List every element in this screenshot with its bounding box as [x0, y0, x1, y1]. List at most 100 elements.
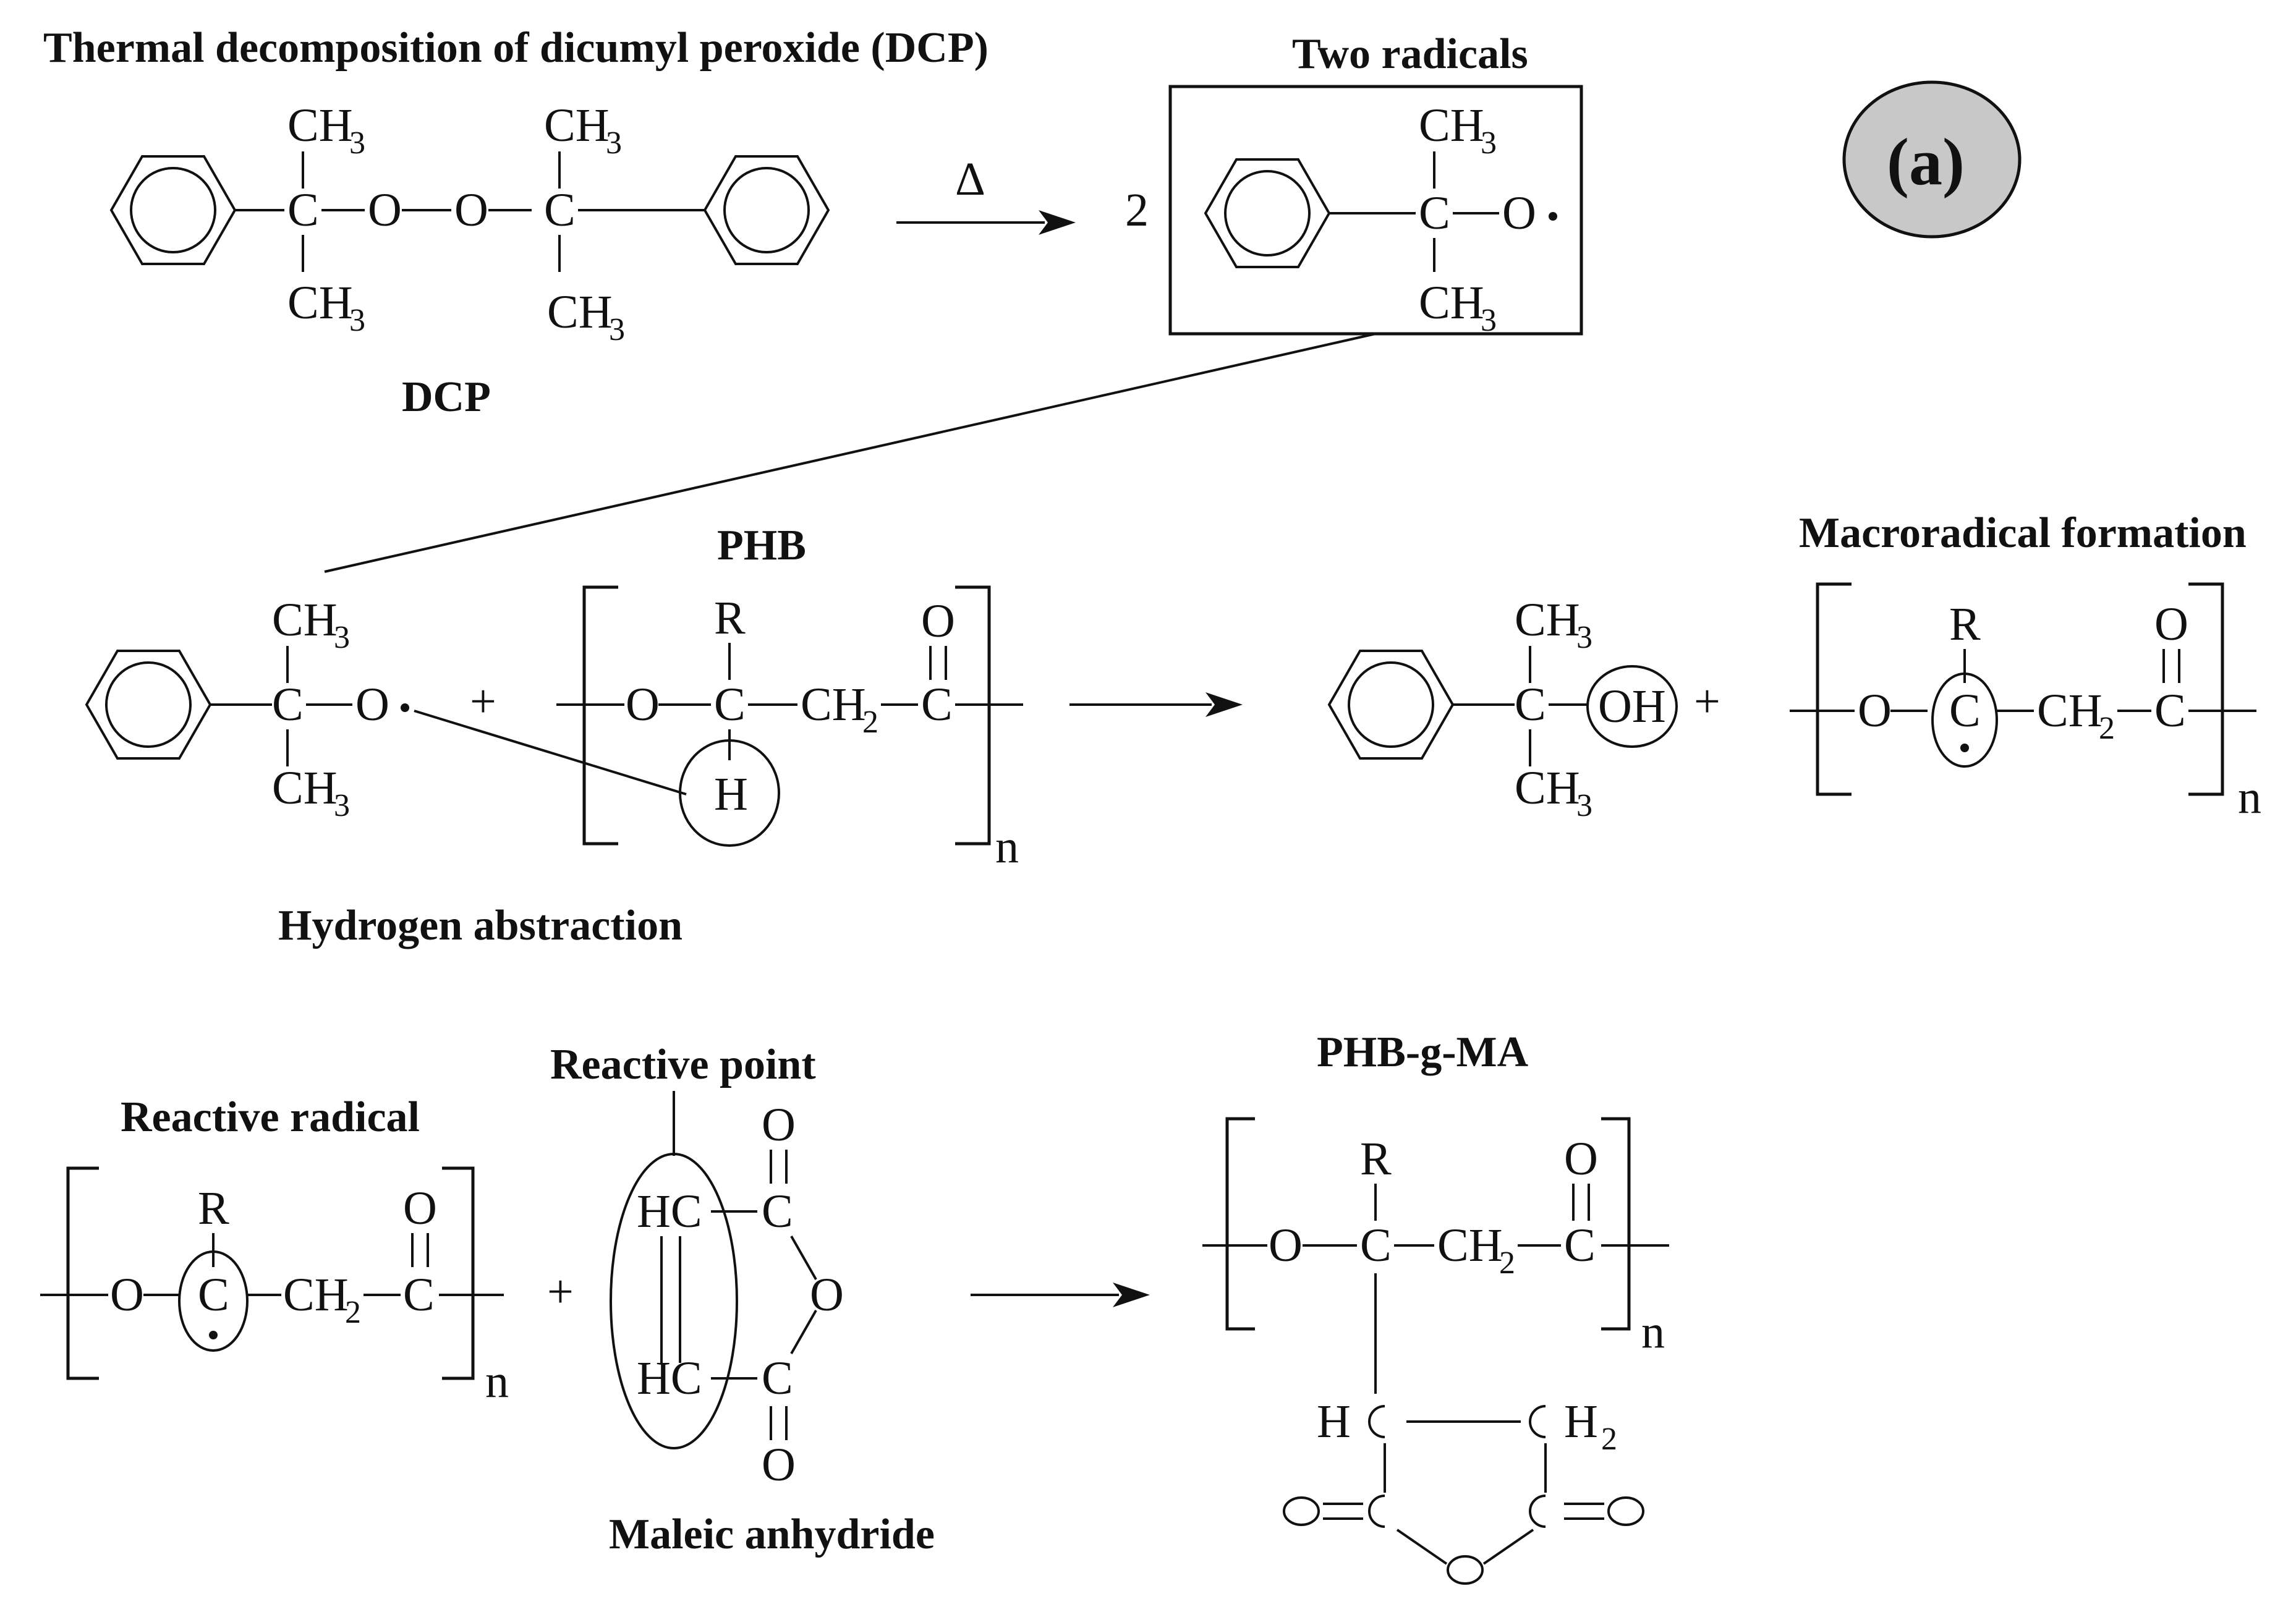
two-radicals-label: Two radicals: [1292, 30, 1528, 78]
heat-symbol: Δ: [955, 153, 985, 205]
carbonyl-oxygen: [1607, 1496, 1644, 1526]
panel-label: (a): [1887, 125, 1965, 199]
plus-sign: +: [1694, 676, 1720, 727]
ring-carbon: [1529, 1495, 1546, 1528]
atom-n: n: [485, 1355, 509, 1407]
atom-r: R: [1949, 598, 1981, 650]
atom-c: C: [921, 679, 953, 731]
dcp-title: Thermal decomposition of dicumyl peroxid…: [43, 24, 989, 72]
atom-hc: HC: [637, 1185, 702, 1237]
atom-o: O: [1502, 187, 1536, 239]
atom-ch3: CH: [1515, 762, 1580, 814]
atom-c: C: [403, 1269, 435, 1321]
bracket-left: [582, 585, 618, 846]
atom-o: O: [2154, 598, 2188, 650]
plus-sign: +: [547, 1266, 574, 1318]
atom-o: O: [355, 679, 389, 731]
row-decomposition: Thermal decomposition of dicumyl peroxid…: [43, 24, 2022, 421]
atom-o: O: [810, 1269, 844, 1321]
connector-line: [324, 333, 1376, 573]
atom-ch3: CH: [1515, 594, 1580, 646]
atom-c: C: [1949, 685, 1981, 737]
atom-n: n: [995, 821, 1019, 873]
atom-o: O: [1858, 685, 1892, 737]
atom-r: R: [714, 592, 746, 644]
atom-c: C: [287, 184, 319, 236]
benzene-ring: [1204, 158, 1331, 268]
atom-sub3: 3: [1576, 788, 1592, 823]
atom-ch3: CH: [544, 100, 610, 151]
atom-sub3: 3: [334, 620, 350, 655]
reaction-arrow: [896, 210, 1076, 235]
atom-c: C: [544, 184, 576, 236]
phb-label: PHB: [717, 522, 806, 569]
atom-c: C: [762, 1185, 793, 1237]
atom-n: n: [2238, 771, 2261, 823]
atom-c: C: [1360, 1219, 1392, 1271]
atom-sub2: 2: [345, 1295, 361, 1330]
atom-c: C: [2154, 685, 2186, 737]
reactive-point-label: Reactive point: [550, 1041, 816, 1088]
atom-n: n: [1641, 1306, 1665, 1358]
atom-o: O: [1269, 1219, 1303, 1271]
hydrogen-circle: [679, 739, 780, 847]
oh-circle: [1586, 665, 1678, 748]
atom-sub2: 2: [2099, 711, 2115, 746]
benzene-ring: [703, 155, 830, 265]
atom-sub3: 3: [606, 125, 622, 161]
ring-carbon: [1368, 1495, 1385, 1528]
carbonyl-oxygen: [1283, 1496, 1320, 1526]
row-grafting: Reactive radical n O C R CH 2 C O + Reac…: [40, 1029, 1669, 1585]
atom-c: C: [714, 679, 746, 731]
bracket-right: [442, 1166, 475, 1380]
plus-sign: +: [470, 676, 496, 727]
atom-ch2: CH: [1437, 1219, 1503, 1271]
macroradical-label: Macroradical formation: [1799, 509, 2247, 557]
atom-o: O: [454, 184, 488, 236]
atom-sub3: 3: [334, 788, 350, 823]
panel-badge: (a): [1842, 80, 2022, 239]
atom-sub3: 3: [1481, 303, 1497, 338]
atom-c: C: [1515, 679, 1546, 731]
atom-h: H: [1317, 1396, 1351, 1448]
atom-c: C: [762, 1352, 793, 1404]
atom-oh: OH: [1598, 681, 1666, 732]
atom-o: O: [626, 679, 660, 731]
atom-c: C: [1564, 1219, 1596, 1271]
atom-ch3: CH: [272, 594, 338, 646]
atom-o: O: [403, 1182, 437, 1234]
atom-c: C: [1419, 187, 1450, 239]
phb-g-ma-label: PHB-g-MA: [1317, 1029, 1529, 1076]
dcp-label: DCP: [402, 373, 491, 421]
bracket-left: [1225, 1117, 1255, 1331]
atom-sub3: 3: [1576, 620, 1592, 655]
atom-sub2: 2: [862, 705, 878, 740]
hydrogen-abstraction-label: Hydrogen abstraction: [278, 902, 682, 949]
coefficient: 2: [1125, 184, 1149, 236]
atom-o: O: [762, 1099, 796, 1151]
bracket-right: [1601, 1117, 1631, 1331]
atom-ch3: CH: [287, 100, 353, 151]
atom-ch2: CH: [283, 1269, 349, 1321]
atom-r: R: [198, 1182, 229, 1234]
bracket-right: [955, 585, 991, 846]
atom-sub3: 3: [349, 125, 365, 161]
atom-ch2: CH: [2037, 685, 2103, 737]
radical-dot: [209, 1331, 218, 1339]
benzene-ring: [109, 155, 237, 265]
radical-dot: [1960, 744, 1969, 752]
atom-sub2: 2: [1499, 1245, 1515, 1281]
atom-ch3: CH: [287, 277, 353, 329]
atom-o: O: [368, 184, 402, 236]
ring-carbon: [1529, 1405, 1546, 1438]
reactive-radical-label: Reactive radical: [121, 1093, 420, 1141]
reaction-arrow: [1069, 692, 1243, 717]
bracket-left: [66, 1166, 99, 1380]
radical-dot: [1549, 212, 1557, 221]
ring-oxygen: [1447, 1555, 1484, 1585]
atom-c: C: [198, 1269, 229, 1321]
atom-ch3: CH: [1419, 277, 1484, 329]
benzene-ring: [85, 650, 212, 760]
atom-ch3: CH: [272, 762, 338, 814]
